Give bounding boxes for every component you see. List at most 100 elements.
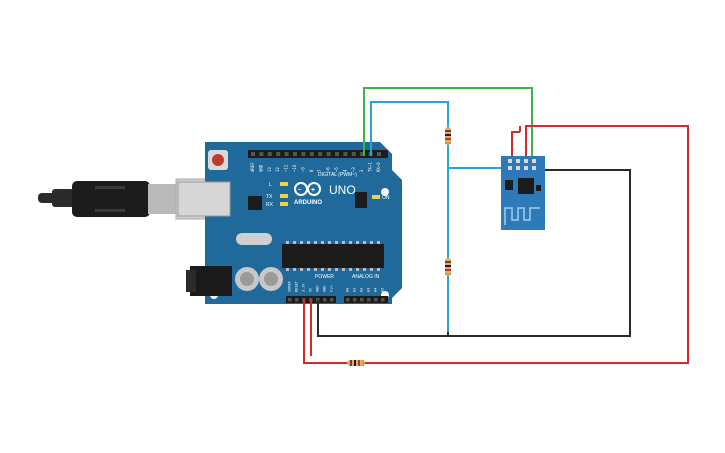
digital-pin-hole[interactable]: [360, 152, 365, 156]
led-label-l: L: [269, 182, 272, 188]
digital-pin-label: ~3: [351, 167, 356, 172]
module-pin[interactable]: [532, 166, 536, 170]
power-pin-hole[interactable]: [316, 298, 320, 302]
chip-pin: [286, 268, 289, 271]
chip-pin: [314, 268, 317, 271]
analog-pin-hole[interactable]: [346, 298, 350, 302]
digital-pin-label: ~5: [334, 167, 339, 172]
module-pin[interactable]: [524, 159, 528, 163]
module-pin[interactable]: [532, 159, 536, 163]
chip-pin: [349, 268, 352, 271]
analog-pin-label: A1: [353, 288, 357, 292]
digital-pin-hole[interactable]: [276, 152, 281, 156]
module-pin[interactable]: [516, 166, 520, 170]
chip-pin: [293, 241, 296, 244]
digital-pin-label: 4: [342, 169, 347, 172]
wire-green[interactable]: [363, 87, 533, 158]
wire-red[interactable]: [303, 125, 689, 364]
digital-pin-label: ~11: [284, 164, 289, 172]
power-pin-label: GND: [316, 286, 320, 293]
power-pin-label: 5V: [309, 287, 313, 292]
svg-text:–: –: [298, 187, 302, 193]
chip-pin: [307, 268, 310, 271]
digital-pin-hole[interactable]: [259, 152, 264, 156]
digital-pin-hole[interactable]: [309, 152, 314, 156]
chip-pin: [342, 241, 345, 244]
resistor-icon[interactable]: [445, 127, 451, 145]
analog-pin-label: A0: [346, 288, 350, 292]
power-pin-hole[interactable]: [295, 298, 299, 302]
digital-pin-hole[interactable]: [293, 152, 297, 156]
module-pin[interactable]: [524, 166, 528, 170]
power-pin-label: GND: [323, 286, 327, 293]
digital-pin-label: 12: [275, 167, 280, 172]
analog-pin-hole[interactable]: [374, 298, 378, 302]
power-pin-hole[interactable]: [330, 298, 334, 302]
digital-pin-label: 7: [317, 169, 322, 172]
chip-pin: [377, 268, 380, 271]
power-pin-hole[interactable]: [323, 298, 327, 302]
power-pin-label: IOREF: [288, 281, 292, 292]
digital-pin-hole[interactable]: [377, 152, 381, 156]
analog-pin-label: A2: [360, 288, 364, 292]
esp8266-module-icon[interactable]: [501, 156, 545, 230]
digital-pin-hole[interactable]: [267, 152, 272, 156]
digital-pin-label: ~6: [326, 167, 331, 172]
chip-pin: [356, 241, 359, 244]
resistor-icon[interactable]: [347, 360, 365, 366]
digital-pin-label: AREF: [250, 162, 255, 172]
chip-pin: [300, 241, 303, 244]
analog-pin-hole[interactable]: [367, 298, 371, 302]
digital-pin-label: 2: [359, 169, 364, 172]
power-label: POWER: [315, 274, 334, 280]
resistor-icon[interactable]: [445, 258, 451, 276]
chip-pin: [307, 241, 310, 244]
led-label-tx: TX: [266, 194, 273, 200]
analog-pin-label: A3: [367, 288, 371, 292]
analog-pin-hole[interactable]: [353, 298, 357, 302]
digital-header[interactable]: [248, 150, 388, 158]
power-pin-hole[interactable]: [288, 298, 292, 302]
led-tx: [280, 194, 288, 198]
chip-pin: [370, 241, 373, 244]
digital-pin-hole[interactable]: [251, 152, 255, 156]
wire-black[interactable]: [317, 169, 631, 337]
power-pin-label: 3.3V: [302, 283, 306, 292]
analog-pin-hole[interactable]: [360, 298, 364, 302]
analog-header[interactable]: [344, 296, 388, 303]
chip-pin: [321, 241, 324, 244]
digital-pin-hole[interactable]: [326, 152, 331, 156]
digital-pin-hole[interactable]: [351, 152, 356, 156]
digital-pin-label: 13: [267, 167, 272, 172]
wire-red-inner[interactable]: [310, 131, 520, 356]
power-pin-hole[interactable]: [302, 298, 306, 302]
analog-pin-hole[interactable]: [381, 298, 385, 302]
digital-pin-hole[interactable]: [284, 152, 289, 156]
chip-pin: [335, 241, 338, 244]
module-pin[interactable]: [508, 166, 512, 170]
arduino-logo-text: ARDUINO: [294, 200, 322, 206]
chip-pin: [328, 241, 331, 244]
digital-pin-hole[interactable]: [343, 152, 348, 156]
led-on: [372, 195, 380, 199]
module-pin[interactable]: [516, 159, 520, 163]
digital-pin-label: ~10: [292, 164, 297, 172]
mounting-hole: [381, 188, 389, 196]
chip-pin: [349, 241, 352, 244]
module-flash: [505, 180, 513, 190]
analog-pin-label: A4: [374, 288, 378, 292]
digital-pin-hole[interactable]: [318, 152, 323, 156]
chip-pin: [370, 268, 373, 271]
on-label: ON: [382, 195, 390, 201]
module-pin[interactable]: [508, 159, 512, 163]
chip-pin: [363, 241, 366, 244]
chip-pin: [328, 268, 331, 271]
chip-pin: [335, 268, 338, 271]
wire-blue[interactable]: [370, 101, 502, 169]
power-pin-hole[interactable]: [309, 298, 313, 302]
digital-pin-hole[interactable]: [335, 152, 339, 156]
reset-button-cap: [212, 154, 224, 166]
digital-pin-hole[interactable]: [301, 152, 306, 156]
